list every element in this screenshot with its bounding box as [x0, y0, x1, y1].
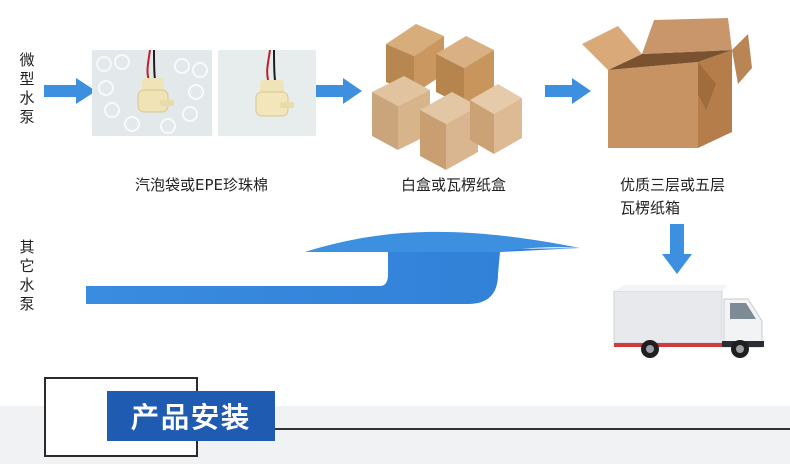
label-other-pump: 其它水泵: [18, 238, 36, 314]
vertical-label-char: 泵: [19, 295, 35, 313]
pump-in-bubble-wrap-photo: [92, 50, 212, 136]
arrow-right-icon: [545, 78, 591, 104]
caption-bubble-wrap: 汽泡袋或EPE珍珠棉: [135, 176, 269, 194]
open-carton-photo: [578, 14, 754, 152]
section-divider: [198, 428, 790, 430]
caption-white-box: 白盒或瓦楞纸盒: [401, 176, 507, 194]
arrow-right-icon: [44, 78, 96, 104]
label-micro-pump: 微型水泵: [18, 51, 36, 127]
vertical-label-char: 水: [19, 276, 35, 294]
arrow-right-icon: [316, 78, 362, 104]
vertical-label-char: 其: [19, 238, 35, 256]
vertical-label-char: 型: [19, 70, 35, 88]
kraft-boxes-photo: [366, 14, 526, 174]
caption-carton-line2: 瓦楞纸箱: [620, 199, 681, 217]
vertical-label-char: 水: [19, 89, 35, 107]
vertical-label-char: 泵: [19, 108, 35, 126]
vertical-label-char: 它: [19, 257, 35, 275]
pump-on-foam-photo: [218, 50, 316, 136]
caption-carton-line1: 优质三层或五层: [620, 176, 726, 194]
arrow-down-icon: [662, 224, 692, 274]
box-truck-photo: [610, 283, 770, 363]
bent-arrow-icon: [86, 231, 580, 304]
vertical-label-char: 微: [19, 51, 35, 69]
section-title: 产品安装: [107, 391, 275, 441]
